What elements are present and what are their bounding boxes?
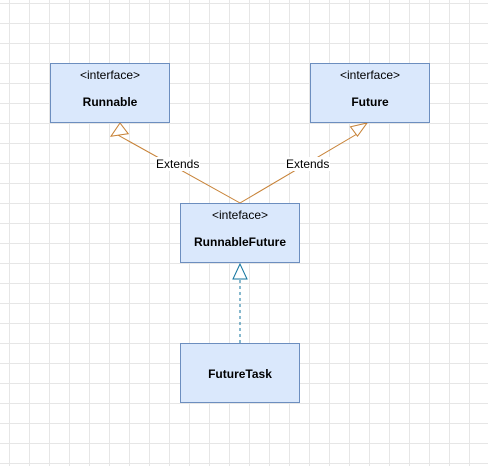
stereotype-label: <interface>	[79, 68, 141, 82]
hollow-triangle-arrowhead-left	[109, 122, 130, 137]
hollow-triangle-arrowhead-realization	[232, 262, 248, 280]
class-name: FutureTask	[208, 367, 272, 381]
class-node-runnable[interactable]: <interface> Runnable	[50, 63, 170, 123]
realization-connector-futuretask[interactable]	[232, 262, 248, 343]
class-name: RunnableFuture	[194, 235, 286, 249]
class-node-runnablefuture[interactable]: <inteface> RunnableFuture	[180, 203, 300, 263]
stereotype-label: <inteface>	[211, 208, 269, 222]
class-node-futuretask[interactable]: FutureTask	[180, 343, 300, 403]
extends-label-right: Extends	[285, 157, 331, 171]
class-node-future[interactable]: <interface> Future	[310, 63, 430, 123]
class-name: Runnable	[82, 95, 138, 109]
class-name: Future	[351, 95, 389, 109]
stereotype-label: <interface>	[339, 68, 401, 82]
hollow-triangle-arrowhead-right	[349, 122, 369, 138]
extends-label-left: Extends	[155, 157, 201, 171]
